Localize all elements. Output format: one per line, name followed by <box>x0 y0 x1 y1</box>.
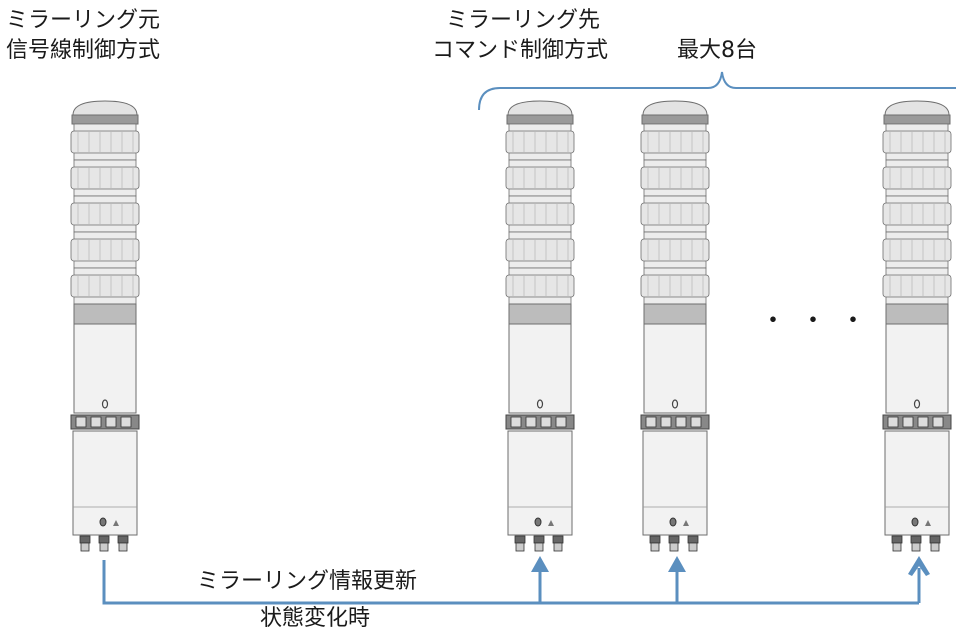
target-label-line2: コマンド制御方式 <box>432 38 609 63</box>
source-label-line2: 信号線制御方式 <box>6 38 161 63</box>
connector-lines <box>102 560 921 605</box>
trigger-label: 状態変化時 <box>260 606 371 631</box>
arrowhead-1 <box>531 556 549 572</box>
arrowheads <box>531 556 930 576</box>
signal-tower-source <box>70 100 140 552</box>
target-label: ミラーリング先 コマンド制御方式 <box>432 6 608 66</box>
source-label-line1: ミラーリング元 <box>6 8 161 33</box>
signal-tower-target-3 <box>882 100 952 552</box>
update-label: ミラーリング情報更新 <box>197 569 418 594</box>
arrowhead-3 <box>908 556 930 576</box>
signal-tower-target-2 <box>640 100 710 552</box>
max-units-label: 最大8台 <box>677 38 757 63</box>
source-connector <box>102 560 919 605</box>
signal-tower-target-1 <box>505 100 575 552</box>
source-label: ミラーリング元 信号線制御方式 <box>6 6 160 66</box>
arrowhead-2 <box>668 556 686 572</box>
ellipsis-dots: ・・・ <box>760 306 881 336</box>
target-label-line1: ミラーリング先 <box>446 8 601 33</box>
target-group-bracket <box>478 71 956 111</box>
